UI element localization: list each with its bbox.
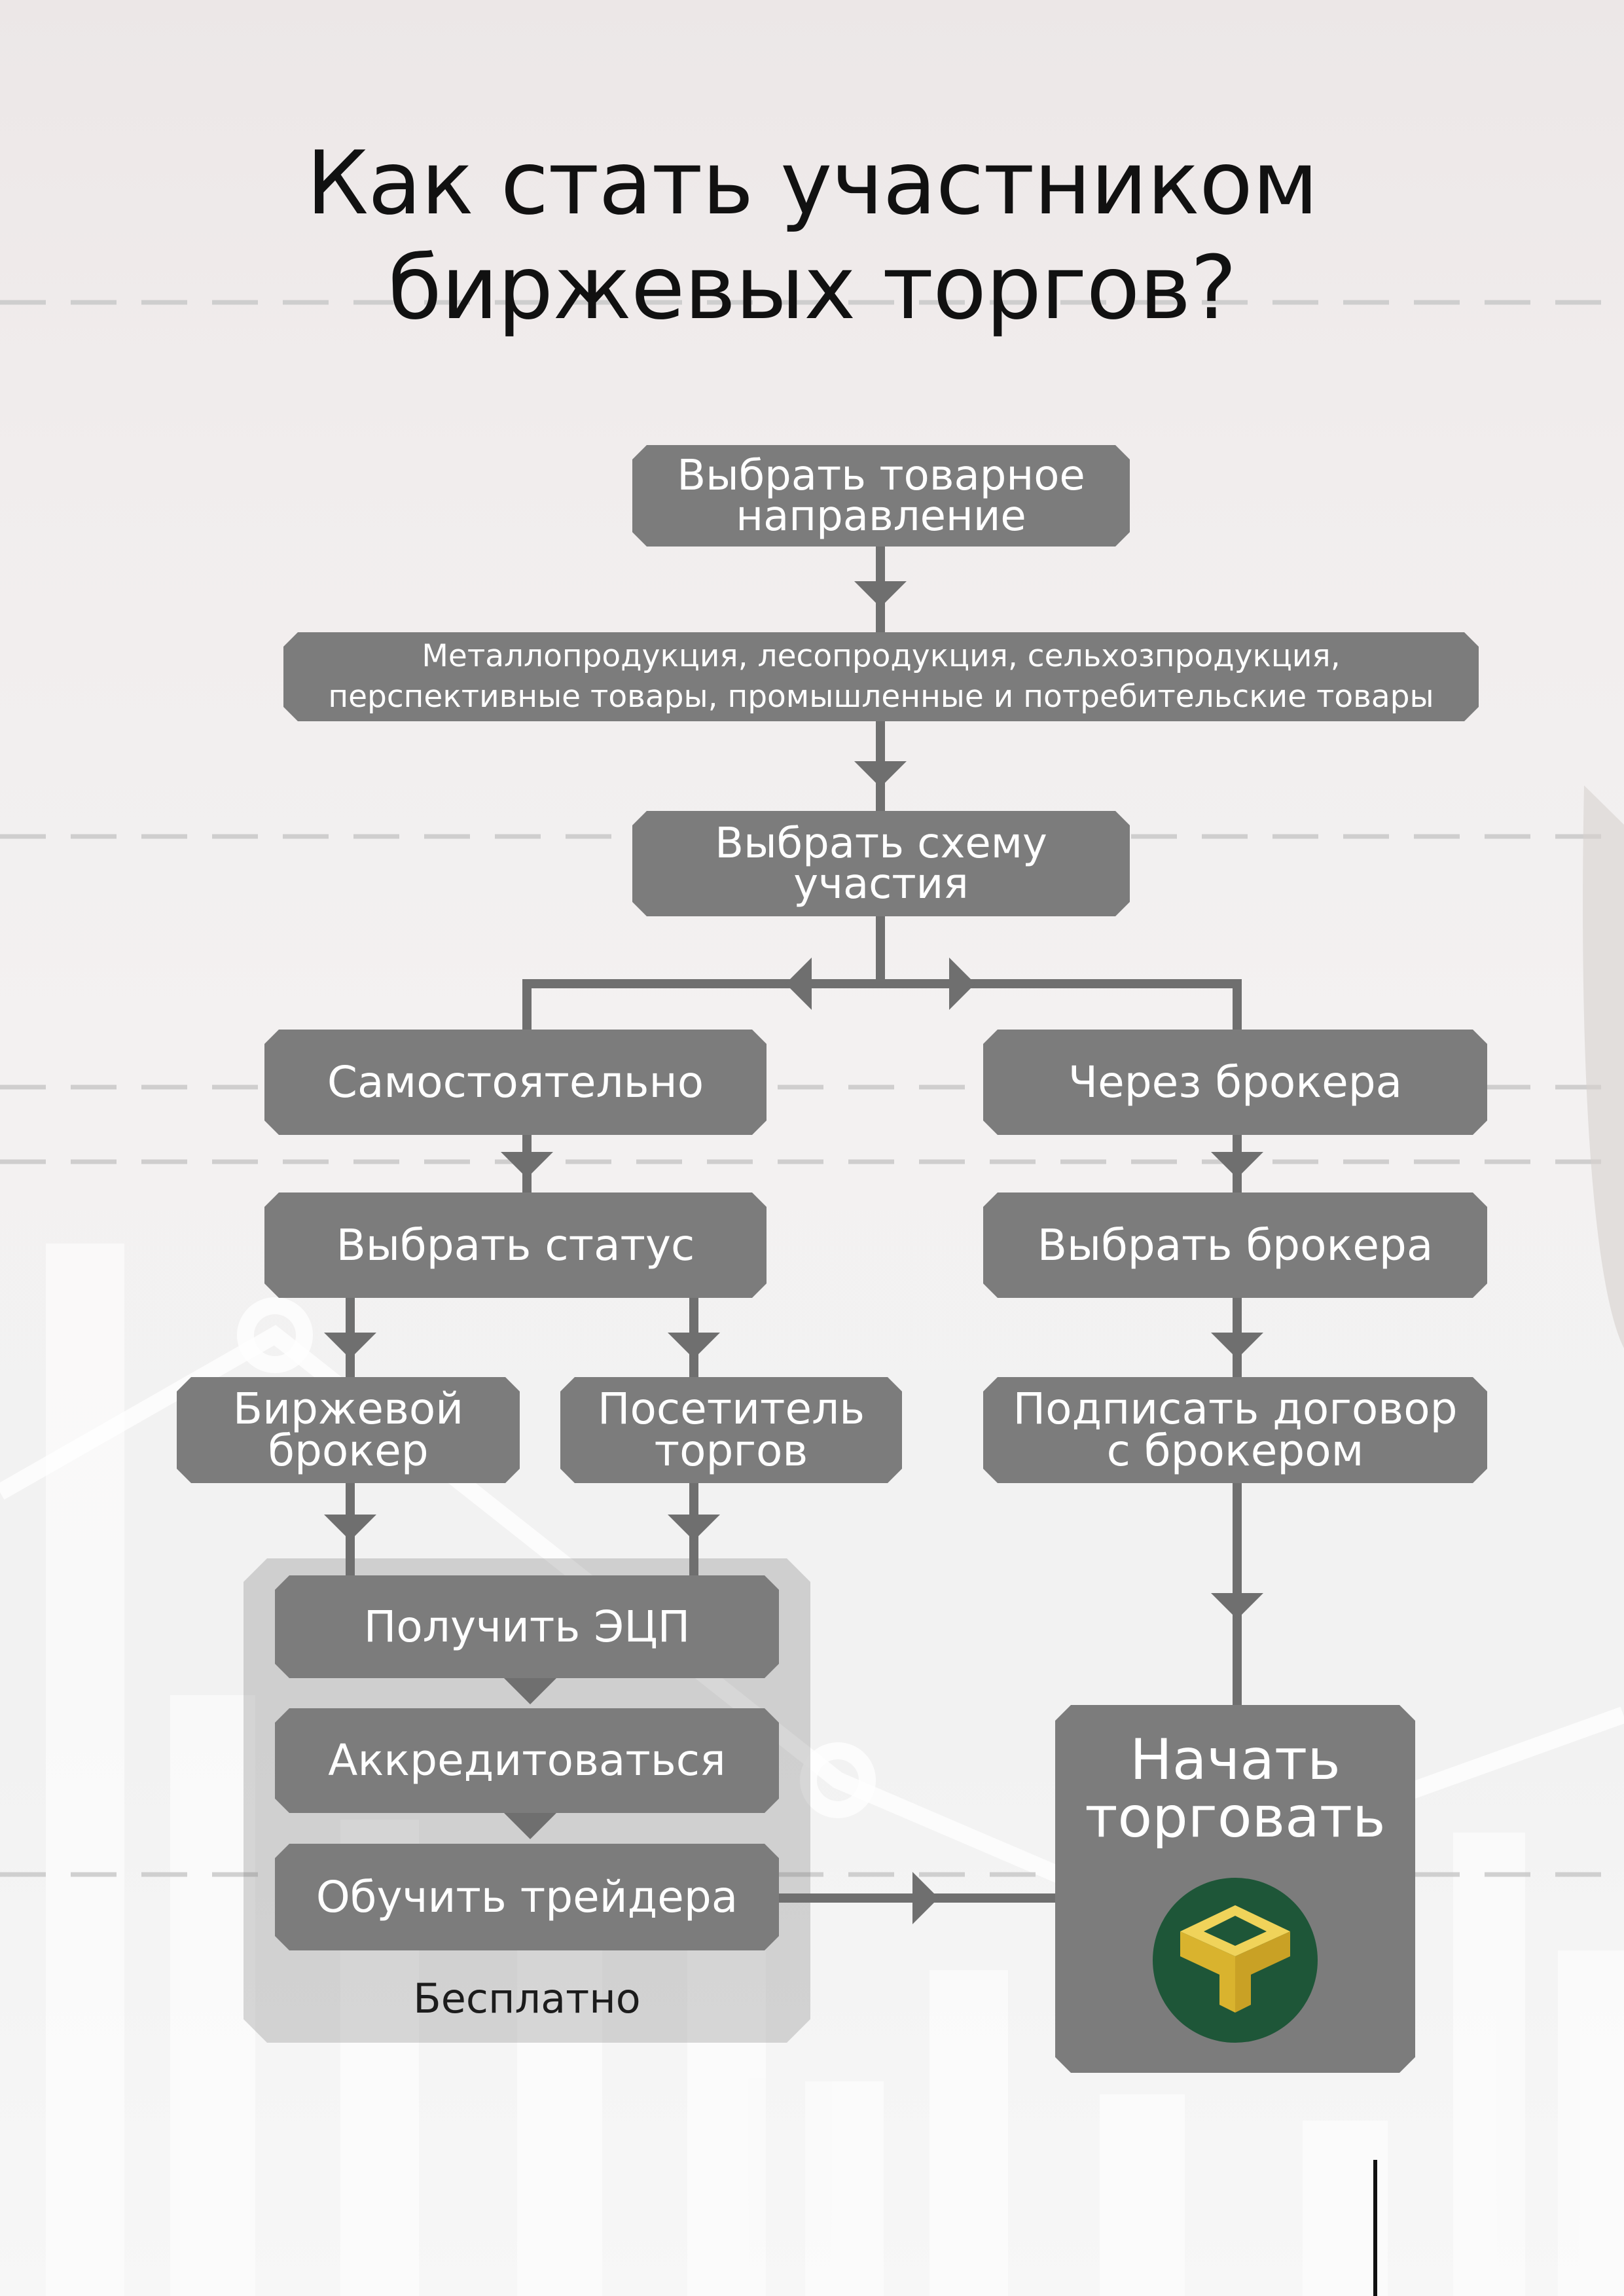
step-via-broker: Через брокера bbox=[983, 1030, 1487, 1135]
step-sign-contract-line-1: Подписать договор bbox=[1013, 1384, 1458, 1434]
step-sign-contract: Подписать договор с брокером bbox=[983, 1377, 1487, 1483]
arrow-left-marker bbox=[785, 958, 812, 1010]
start-trading-line-1: Начать bbox=[1130, 1727, 1341, 1793]
step-choose-broker-label: Выбрать брокера bbox=[1037, 1219, 1434, 1270]
step-via-broker-label: Через брокера bbox=[1068, 1056, 1403, 1107]
title-line-1: Как стать участником bbox=[306, 132, 1318, 234]
step-exchange-broker-line-1: Биржевой bbox=[232, 1384, 464, 1434]
arrow-down-marker bbox=[324, 1333, 376, 1359]
step-choose-scheme-line-1: Выбрать схему bbox=[715, 819, 1047, 868]
page-title: Как стать участником биржевых торгов? bbox=[0, 131, 1624, 340]
step-trade-visitor: Посетитель торгов bbox=[560, 1377, 902, 1483]
arrow-right-marker bbox=[949, 958, 975, 1010]
step-choose-commodity-line-1: Выбрать товарное bbox=[677, 451, 1085, 500]
step-choose-broker: Выбрать брокера bbox=[983, 1193, 1487, 1298]
arrow-down-marker bbox=[501, 1152, 553, 1178]
step-exchange-broker-line-2: брокер bbox=[268, 1426, 429, 1476]
arrow-right-marker bbox=[912, 1872, 939, 1924]
arrow-down-marker bbox=[504, 1678, 556, 1704]
step-exchange-broker: Биржевой брокер bbox=[177, 1377, 520, 1483]
step-get-signature: Получить ЭЦП bbox=[275, 1575, 779, 1678]
arrow-down-marker bbox=[854, 581, 907, 607]
step-trade-visitor-line-2: торгов bbox=[654, 1426, 808, 1476]
step-train-trader-label: Обучить трейдера bbox=[316, 1871, 738, 1922]
step-choose-scheme: Выбрать схему участия bbox=[632, 811, 1130, 916]
step-trade-visitor-line-1: Посетитель bbox=[597, 1384, 865, 1434]
step-independent-label: Самостоятельно bbox=[327, 1056, 704, 1107]
exchange-cube-logo-icon bbox=[1151, 1876, 1319, 2044]
step-commodity-list-line-1: Металлопродукция, лесопродукция, сельхоз… bbox=[422, 638, 1341, 674]
step-get-signature-label: Получить ЭЦП bbox=[363, 1601, 691, 1652]
step-commodity-list: Металлопродукция, лесопродукция, сельхоз… bbox=[283, 632, 1479, 721]
arrow-down-marker bbox=[1211, 1333, 1263, 1359]
step-independent: Самостоятельно bbox=[264, 1030, 767, 1135]
step-sign-contract-line-2: с брокером bbox=[1106, 1426, 1364, 1476]
step-commodity-list-line-2: перспективные товары, промышленные и пот… bbox=[328, 679, 1434, 715]
step-choose-commodity: Выбрать товарное направление bbox=[632, 445, 1130, 547]
arrow-down-marker bbox=[324, 1515, 376, 1541]
step-accredit: Аккредитоваться bbox=[275, 1708, 779, 1813]
arrow-down-marker bbox=[1211, 1593, 1263, 1619]
arrow-down-marker bbox=[668, 1515, 720, 1541]
step-choose-status-label: Выбрать статус bbox=[336, 1219, 695, 1270]
free-label: Бесплатно bbox=[413, 1975, 641, 2022]
arrow-down-marker bbox=[1211, 1152, 1263, 1178]
start-trading-line-2: торговать bbox=[1085, 1785, 1386, 1850]
step-choose-status: Выбрать статус bbox=[264, 1193, 767, 1298]
arrow-down-marker bbox=[504, 1813, 556, 1839]
arrow-down-marker bbox=[668, 1333, 720, 1359]
step-start-trading: Начать торговать bbox=[1055, 1705, 1415, 2073]
step-train-trader: Обучить трейдера bbox=[275, 1844, 779, 1950]
arrow-down-marker bbox=[854, 761, 907, 787]
title-line-2: биржевых торгов? bbox=[388, 237, 1236, 339]
step-choose-scheme-line-2: участия bbox=[793, 859, 969, 908]
start-trading-title: Начать торговать bbox=[1055, 1731, 1415, 1846]
step-choose-commodity-line-2: направление bbox=[736, 492, 1026, 541]
step-accredit-label: Аккредитоваться bbox=[328, 1735, 726, 1785]
